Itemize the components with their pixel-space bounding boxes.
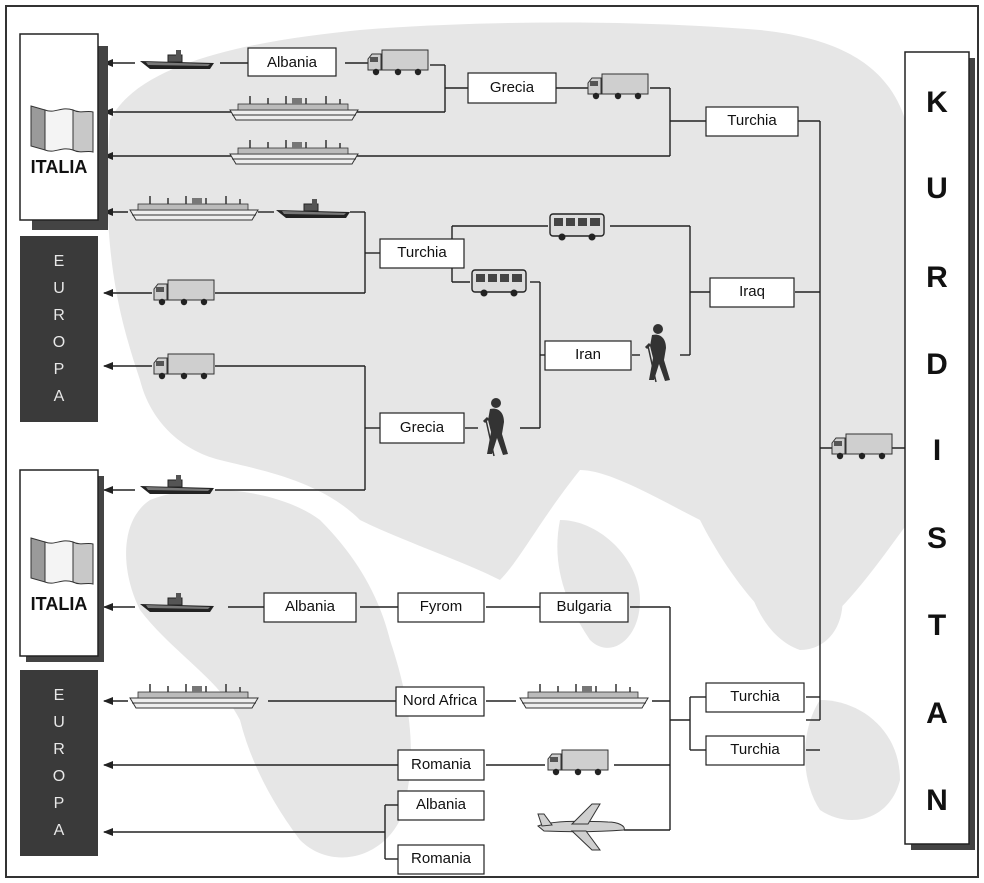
kurdistan-letter: R [926, 261, 948, 294]
background-map [107, 22, 910, 858]
country-label: Albania [285, 598, 336, 615]
country-box-turchia: Turchia [705, 735, 805, 766]
kurdistan-letter: A [926, 697, 948, 730]
country-label: Turchia [730, 688, 780, 705]
kurdistan-letter: N [926, 784, 948, 817]
country-box-romania: Romania [397, 844, 485, 875]
bus-icon [549, 213, 605, 242]
europa-letter: R [53, 307, 65, 324]
europa-letter: P [54, 361, 65, 378]
country-box-iran: Iran [544, 340, 632, 371]
europa-letter: E [54, 253, 65, 270]
truck-icon [367, 49, 429, 76]
flag-icon [30, 537, 94, 585]
italia-label: ITALIA [31, 157, 88, 177]
country-box-fyrom: Fyrom [397, 592, 485, 623]
country-label: Turchia [730, 741, 780, 758]
country-box-albania: Albania [247, 47, 337, 77]
country-label: Iraq [739, 283, 765, 300]
arrows [103, 59, 670, 836]
country-box-albania: Albania [263, 592, 357, 623]
kurdistan-letter: K [926, 86, 948, 119]
kurdistan-letter: T [928, 609, 946, 642]
country-box-grecia: Grecia [379, 412, 465, 444]
bus-icon [471, 269, 527, 298]
country-boxes: Albania Grecia Turchia Turchia Iraq Iran… [247, 47, 805, 875]
country-label: Nord Africa [403, 692, 478, 709]
europa-letter: R [53, 741, 65, 758]
truck-icon [547, 749, 609, 776]
country-label: Bulgaria [556, 598, 612, 615]
destination-europa-bottom: E U R O P A [20, 670, 98, 856]
country-label: Iran [575, 346, 601, 363]
flag-icon [30, 105, 94, 153]
country-box-bulgaria: Bulgaria [539, 592, 629, 623]
kurdistan-letter: I [933, 434, 941, 467]
destination-italia-bottom: ITALIA [19, 469, 104, 662]
country-label: Fyrom [420, 598, 463, 615]
country-label: Albania [416, 796, 467, 813]
country-box-grecia: Grecia [467, 72, 557, 104]
country-box-iraq: Iraq [709, 277, 795, 308]
europa-letter: U [53, 714, 65, 731]
destination-italia-top: ITALIA [19, 33, 108, 230]
country-box-turchia: Turchia [705, 106, 799, 137]
country-box-turchia: Turchia [379, 238, 465, 269]
truck-icon [831, 433, 893, 460]
truck-icon [153, 279, 215, 306]
country-box-romania: Romania [397, 749, 485, 781]
destination-europa-top: E U R O P A [20, 236, 98, 422]
country-box-turchia: Turchia [705, 682, 805, 713]
country-label: Grecia [490, 79, 535, 96]
truck-icon [153, 353, 215, 380]
country-label: Turchia [727, 112, 777, 129]
kurdistan-letter: D [926, 348, 948, 381]
europa-letter: E [54, 687, 65, 704]
country-box-nord-africa: Nord Africa [395, 686, 485, 717]
truck-icon [587, 73, 649, 100]
europa-letter: O [53, 768, 65, 785]
origin-kurdistan: K U R D I S T A N [904, 51, 975, 850]
country-box-albania: Albania [397, 790, 485, 821]
country-label: Romania [411, 850, 472, 867]
kurdistan-letter: U [926, 172, 948, 205]
europa-letter: O [53, 334, 65, 351]
country-label: Albania [267, 54, 318, 71]
country-label: Turchia [397, 244, 447, 261]
europa-letter: U [53, 280, 65, 297]
europa-letter: A [54, 388, 65, 405]
italia-label: ITALIA [31, 594, 88, 614]
country-label: Grecia [400, 419, 445, 436]
kurdistan-letter: S [927, 522, 947, 555]
europa-letter: A [54, 822, 65, 839]
country-label: Romania [411, 756, 472, 773]
europa-letter: P [54, 795, 65, 812]
